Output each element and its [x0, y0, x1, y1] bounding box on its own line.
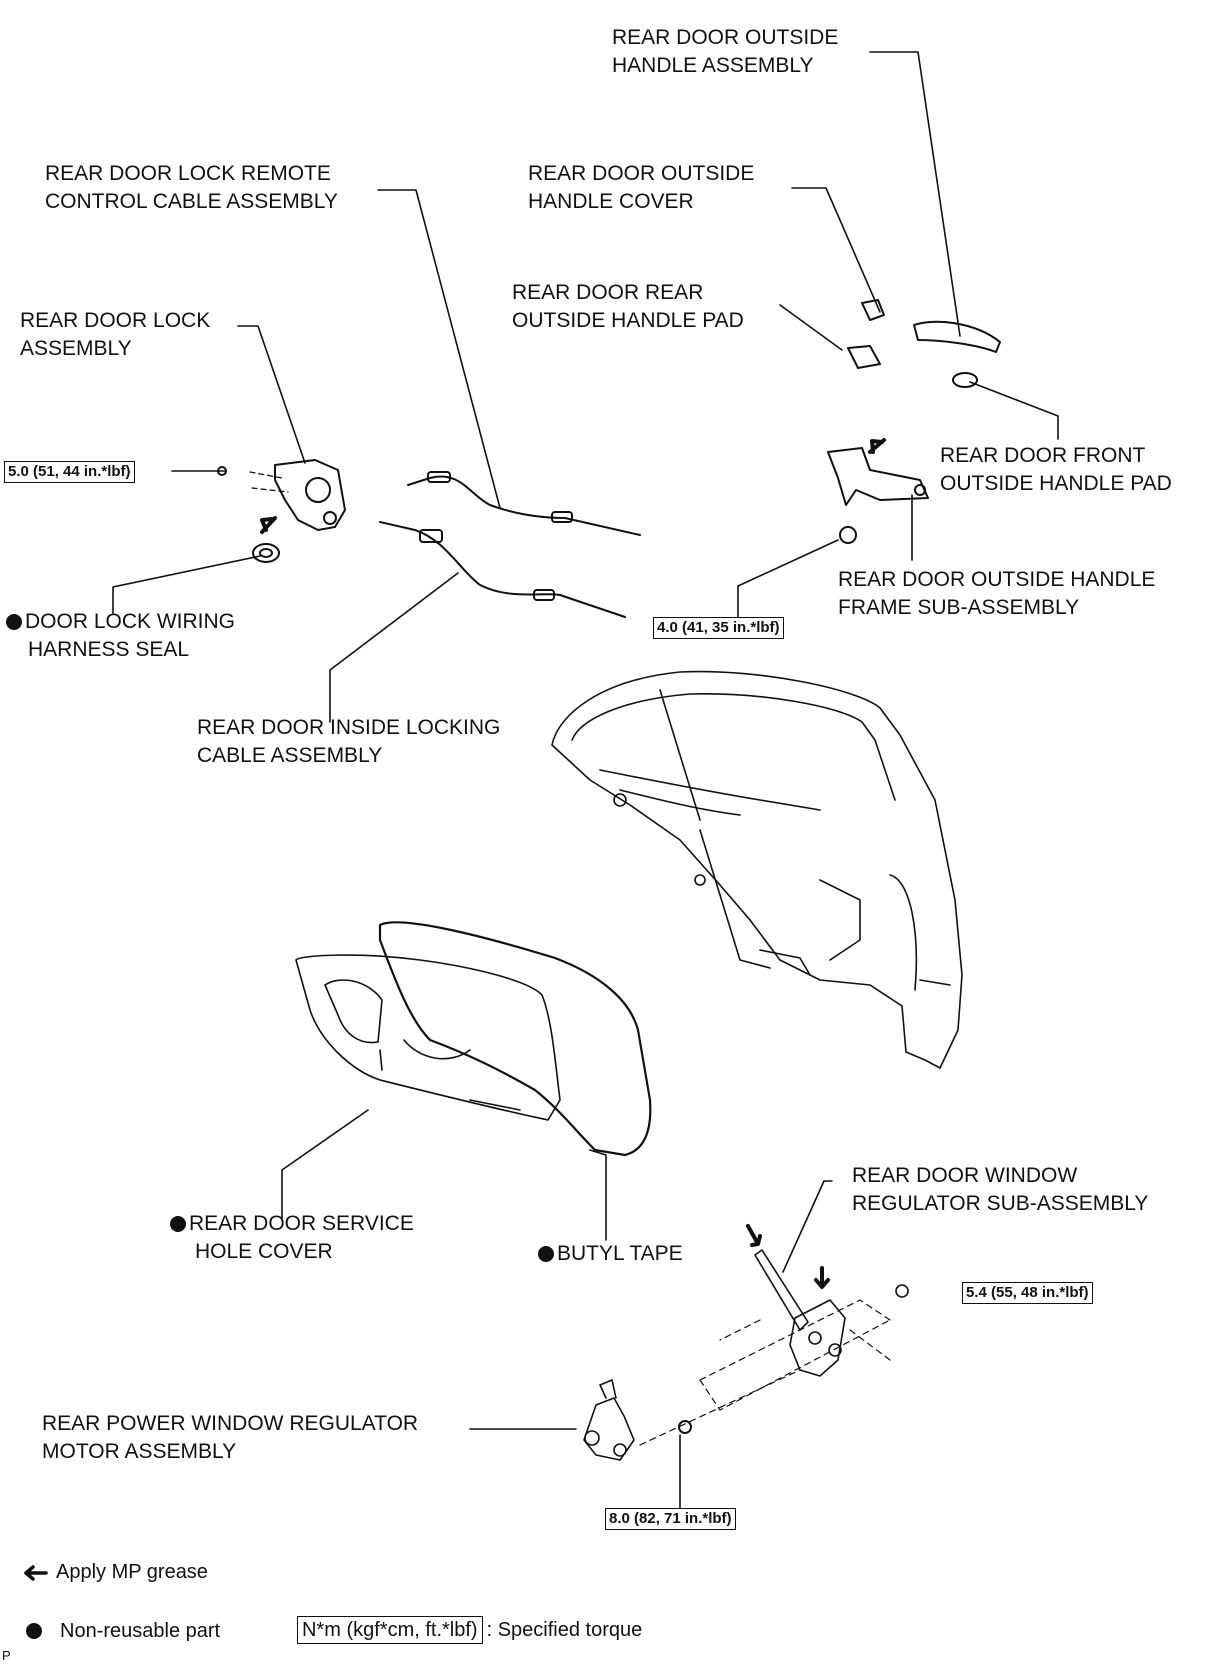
label-butyl-tape: BUTYL TAPE	[538, 1240, 683, 1268]
torque-regulator-bolt: 5.4 (55, 48 in.*lbf)	[962, 1282, 1093, 1304]
label-service-hole-cover: REAR DOOR SERVICE HOLE COVER	[170, 1210, 414, 1266]
window-regulator-drawing	[639, 1249, 909, 1446]
handle-frame-screw-drawing	[839, 526, 857, 544]
door-shell-drawing	[551, 670, 963, 1069]
legend-torque: N*m (kgf*cm, ft.*lbf): Specified torque	[297, 1616, 642, 1644]
label-wiring-harness-seal: DOOR LOCK WIRING HARNESS SEAL	[6, 608, 235, 664]
grease-arrow-lock	[260, 516, 277, 534]
torque-handle-frame-screw: 4.0 (41, 35 in.*lbf)	[653, 617, 784, 639]
outside-handle-assembly-drawing	[913, 320, 1001, 353]
grease-arrow-icon	[24, 1564, 48, 1581]
grease-arrow-regulator-mid	[814, 1266, 830, 1289]
label-handle-frame: REAR DOOR OUTSIDE HANDLE FRAME SUB-ASSEM…	[838, 568, 1156, 619]
label-remote-control-cable: REAR DOOR LOCK REMOTE CONTROL CABLE ASSE…	[45, 162, 338, 213]
motor-bolt-drawing	[678, 1420, 692, 1434]
grease-arrow-regulator-top	[746, 1224, 762, 1247]
label-front-outside-handle-pad: REAR DOOR FRONT OUTSIDE HANDLE PAD	[940, 444, 1172, 495]
label-outside-handle-assembly: REAR DOOR OUTSIDE HANDLE ASSEMBLY	[612, 26, 839, 77]
footer-mark: P	[2, 1648, 11, 1663]
label-inside-locking-cable: REAR DOOR INSIDE LOCKING CABLE ASSEMBLY	[197, 716, 501, 767]
legend-grease: Apply MP grease	[24, 1559, 208, 1585]
torque-motor-bolt: 8.0 (82, 71 in.*lbf)	[605, 1508, 736, 1530]
door-lock-assembly-drawing	[217, 459, 346, 563]
label-outside-handle-cover: REAR DOOR OUTSIDE HANDLE COVER	[528, 162, 755, 213]
grease-arrow-handle	[868, 438, 886, 454]
remote-cable-drawing	[407, 471, 641, 536]
non-reusable-dot-icon	[6, 614, 22, 630]
non-reusable-dot-icon	[26, 1623, 42, 1639]
torque-unit-box: N*m (kgf*cm, ft.*lbf)	[297, 1616, 483, 1644]
non-reusable-dot-icon	[170, 1216, 186, 1232]
leader-lines	[112, 51, 1059, 1509]
inside-locking-cable-drawing	[379, 521, 626, 618]
outside-handle-cover-drawing	[861, 299, 885, 321]
label-lock-assembly: REAR DOOR LOCK ASSEMBLY	[20, 309, 211, 360]
rear-outside-handle-pad-drawing	[847, 345, 881, 369]
label-rear-outside-handle-pad: REAR DOOR REAR OUTSIDE HANDLE PAD	[512, 281, 744, 332]
handle-frame-drawing	[827, 447, 929, 506]
label-regulator-motor: REAR POWER WINDOW REGULATOR MOTOR ASSEMB…	[42, 1412, 419, 1463]
front-outside-handle-pad-drawing	[952, 372, 978, 388]
butyl-tape-drawing	[378, 921, 652, 1157]
non-reusable-dot-icon	[538, 1246, 554, 1262]
torque-lock-screw: 5.0 (51, 44 in.*lbf)	[4, 461, 135, 483]
regulator-motor-drawing	[583, 1379, 635, 1461]
label-window-regulator: REAR DOOR WINDOW REGULATOR SUB-ASSEMBLY	[852, 1164, 1149, 1215]
legend-non-reusable: Non-reusable part	[26, 1618, 220, 1644]
